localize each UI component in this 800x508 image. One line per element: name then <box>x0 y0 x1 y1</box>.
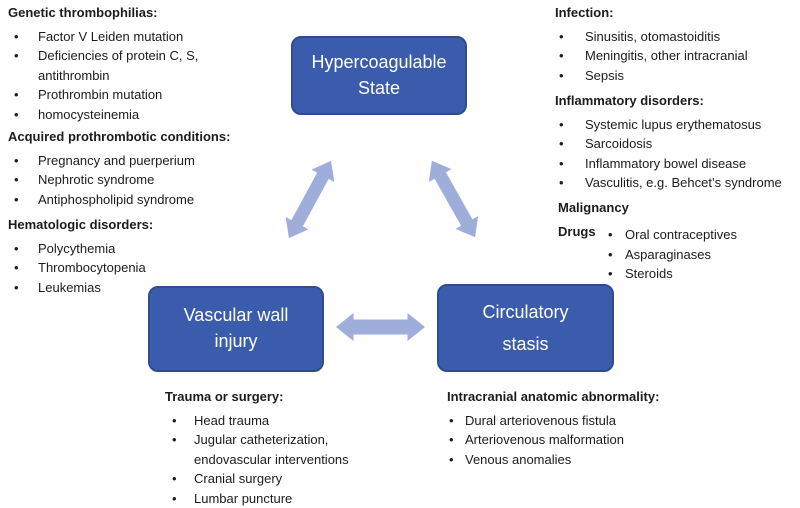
list-item: Systemic lupus erythematosus <box>555 115 800 135</box>
node-circulatory-stasis: Circulatory stasis <box>437 284 614 372</box>
group-title: Acquired prothrombotic conditions: <box>8 127 298 147</box>
group-title: Infection: <box>555 3 800 23</box>
group-title: Trauma or surgery: <box>165 387 370 407</box>
list-item: Cranial surgery <box>165 469 370 489</box>
list-item: Pregnancy and puerperium <box>8 151 298 171</box>
list-item: Prothrombin mutation <box>8 85 238 105</box>
list-item: Factor V Leiden mutation <box>8 27 238 47</box>
list-item: Antiphospholipid syndrome <box>8 190 298 210</box>
group-genetic-thrombophilias: Genetic thrombophilias: Factor V Leiden … <box>8 3 238 124</box>
list-item: Inflammatory bowel disease <box>555 154 800 174</box>
list-item: Oral contraceptives <box>600 225 785 245</box>
double-arrow-vascular-stasis-icon <box>336 313 425 341</box>
group-title: Inflammatory disorders: <box>555 91 800 111</box>
group-title: Intracranial anatomic abnormality: <box>447 387 697 407</box>
list-item: Meningitis, other intracranial <box>555 46 800 66</box>
group-intracranial-abnormality: Intracranial anatomic abnormality: Dural… <box>447 387 697 469</box>
group-acquired-prothrombotic: Acquired prothrombotic conditions: Pregn… <box>8 127 298 209</box>
bullet-list: Factor V Leiden mutationDeficiencies of … <box>8 27 238 125</box>
list-item: Lumbar puncture <box>165 489 370 508</box>
list-item: Sepsis <box>555 66 800 86</box>
group-hematologic-disorders: Hematologic disorders: PolycythemiaThrom… <box>8 215 228 297</box>
list-item: Steroids <box>600 264 785 284</box>
bullet-list: Dural arteriovenous fistulaArteriovenous… <box>447 411 697 470</box>
label-malignancy: Malignancy <box>558 200 629 215</box>
list-item: Dural arteriovenous fistula <box>447 411 697 431</box>
bullet-list: Sinusitis, otomastoiditisMeningitis, oth… <box>555 27 800 86</box>
list-item: Sarcoidosis <box>555 134 800 154</box>
list-item: Polycythemia <box>8 239 228 259</box>
group-drugs: Oral contraceptivesAsparaginasesSteroids <box>600 225 785 284</box>
list-item: Deficiencies of protein C, S, antithromb… <box>8 46 238 85</box>
double-arrow-hyper-stasis-icon <box>421 154 487 243</box>
bullet-list: Head traumaJugular catheterization, endo… <box>165 411 370 508</box>
list-item: Jugular catheterization, endovascular in… <box>165 430 370 469</box>
node-vascular-wall-injury: Vascular wall injury <box>148 286 324 372</box>
list-item: Nephrotic syndrome <box>8 170 298 190</box>
bullet-list: Systemic lupus erythematosusSarcoidosisI… <box>555 115 800 193</box>
node-hypercoagulable-state: Hypercoagulable State <box>291 36 467 115</box>
list-item: Venous anomalies <box>447 450 697 470</box>
bullet-list: Pregnancy and puerperiumNephrotic syndro… <box>8 151 298 210</box>
group-trauma-or-surgery: Trauma or surgery: Head traumaJugular ca… <box>165 387 370 508</box>
list-item: Thrombocytopenia <box>8 258 228 278</box>
list-item: Arteriovenous malformation <box>447 430 697 450</box>
bullet-list: Oral contraceptivesAsparaginasesSteroids <box>600 225 785 284</box>
list-item: Sinusitis, otomastoiditis <box>555 27 800 47</box>
list-item: Head trauma <box>165 411 370 431</box>
group-inflammatory-disorders: Inflammatory disorders: Systemic lupus e… <box>555 91 800 193</box>
group-title: Genetic thrombophilias: <box>8 3 238 23</box>
group-infection: Infection: Sinusitis, otomastoiditisMeni… <box>555 3 800 85</box>
group-title: Hematologic disorders: <box>8 215 228 235</box>
list-item: homocysteinemia <box>8 105 238 125</box>
list-item: Asparaginases <box>600 245 785 265</box>
label-drugs: Drugs <box>558 224 596 239</box>
list-item: Vasculitis, e.g. Behcet’s syndrome <box>555 173 800 193</box>
